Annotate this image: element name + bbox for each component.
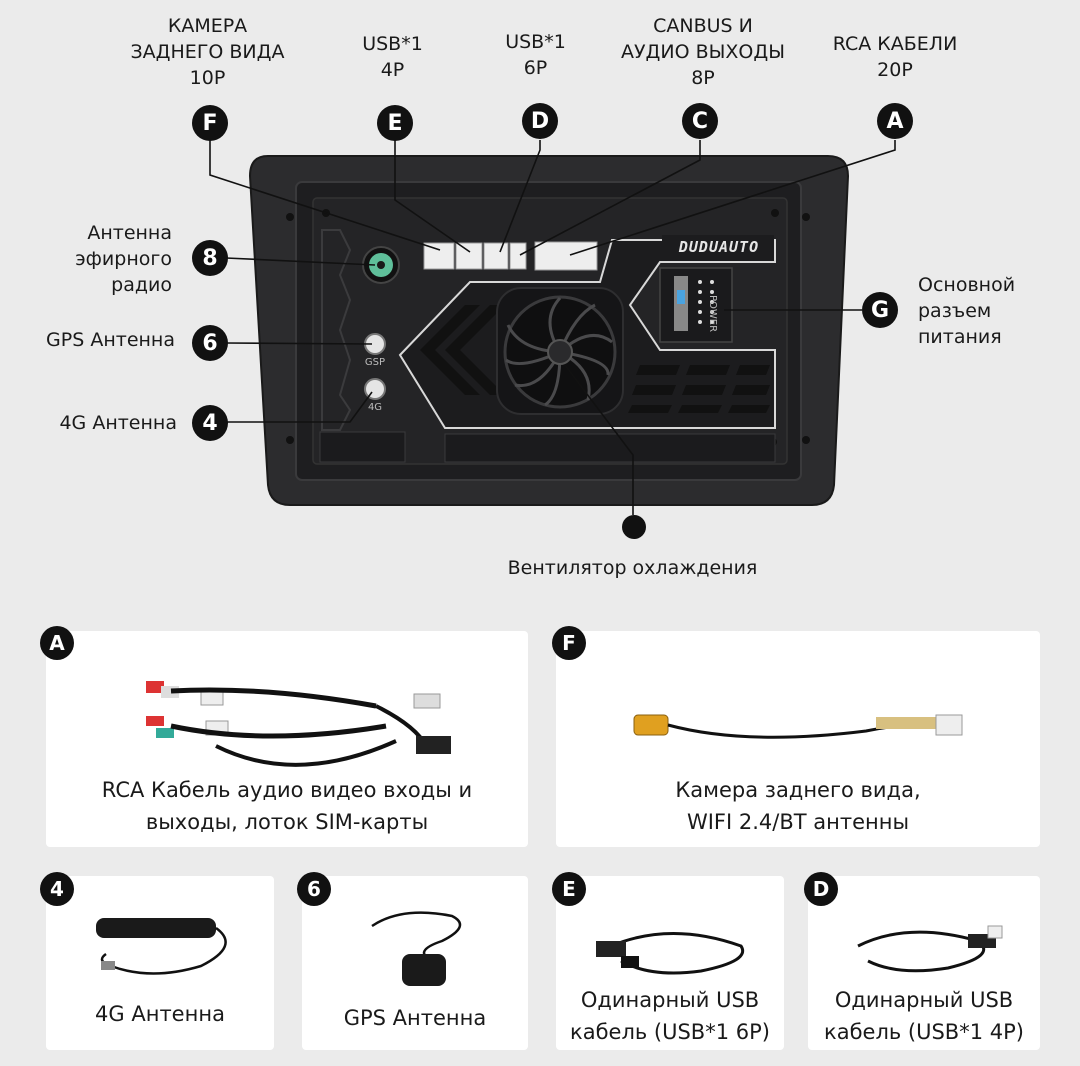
radio-antenna-jack [362,246,400,284]
screw [286,213,294,221]
card-usb-4p-caption: Одинарный USB кабель (USB*1 4P) [824,988,1024,1044]
gsp-label: GSP [364,357,386,368]
4g-label: 4G [367,402,383,413]
bottom-block [319,431,406,463]
label-canbus: CANBUS И АУДИО ВЫХОДЫ 8P [620,15,785,89]
4g-antenna-image [96,918,227,975]
badge-6: 6 [192,325,228,361]
top-connectors [423,241,598,271]
label-gps-antenna: GPS Антенна [46,329,175,351]
brand-logo: DUDUAUTO [678,238,760,256]
leader-lines [209,140,896,515]
card-camera-caption: Камера заднего вида, WIFI 2.4/BT антенны [675,778,921,834]
camera-cable-image [633,714,963,739]
badge-c: C [682,103,718,139]
rca-cable-image [146,681,451,767]
label-cooling-fan: Вентилятор охлаждения [507,557,758,579]
card-camera-cable: Камера заднего вида, WIFI 2.4/BT антенны [556,631,1040,847]
card-usb-6p-caption: Одинарный USB кабель (USB*1 6P) [570,988,770,1044]
badge-4: 4 [192,405,228,441]
badge-f: F [192,105,228,141]
label-main-power: Основной разъем питания [918,274,1016,348]
card-4g-antenna: 4G Антенна [46,876,274,1050]
label-usb-4p: USB*1 4P [362,33,423,81]
gps-antenna-image [371,911,462,986]
card-usb-4p: Одинарный USB кабель (USB*1 4P) [808,876,1040,1050]
badge-g: G [862,292,898,328]
cooling-fan [496,287,624,415]
chevron-vents [420,305,505,395]
card-camera-badge: F [552,626,586,660]
usb-6p-cable-image [596,932,745,975]
card-rca-cable: RCA Кабель аудио видео входы и выходы, л… [46,631,528,847]
card-gps-badge: 6 [297,872,331,906]
label-usb-6p: USB*1 6P [505,31,566,79]
card-4g-caption: 4G Антенна [95,1002,225,1026]
label-4g-antenna: 4G Антенна [59,412,177,434]
card-rca-caption: RCA Кабель аудио видео входы и выходы, л… [101,778,473,834]
card-usb-4p-badge: D [804,872,838,906]
head-unit-diagram [209,140,896,515]
screw [771,209,779,217]
usb-4p-cable-image [857,925,1003,973]
label-radio-antenna: Антенна эфирного радио [75,222,172,296]
card-rca-badge: A [40,626,74,660]
4g-jack [364,378,386,400]
card-usb-6p-badge: E [552,872,586,906]
brand-plate [662,235,774,259]
slanted-vents [628,365,770,413]
screw [286,436,294,444]
card-gps-antenna: GPS Антенна [302,876,528,1050]
screw [802,436,810,444]
badge-d: D [522,103,558,139]
left-panel-outline [321,229,352,431]
badge-e: E [377,105,413,141]
fan-pointer-dot [622,515,646,539]
card-4g-badge: 4 [40,872,74,906]
power-connector [659,267,733,343]
power-label: POWER [707,295,718,333]
screw [802,213,810,221]
badge-8: 8 [192,240,228,276]
card-usb-6p: Одинарный USB кабель (USB*1 6P) [556,876,784,1050]
card-gps-caption: GPS Антенна [343,1006,487,1030]
badge-a: A [877,103,913,139]
label-rca: RCA КАБЕЛИ 20P [832,33,958,81]
label-camera-connector: КАМЕРА ЗАДНЕГО ВИДА 10P [130,15,285,89]
bottom-block [444,433,776,463]
